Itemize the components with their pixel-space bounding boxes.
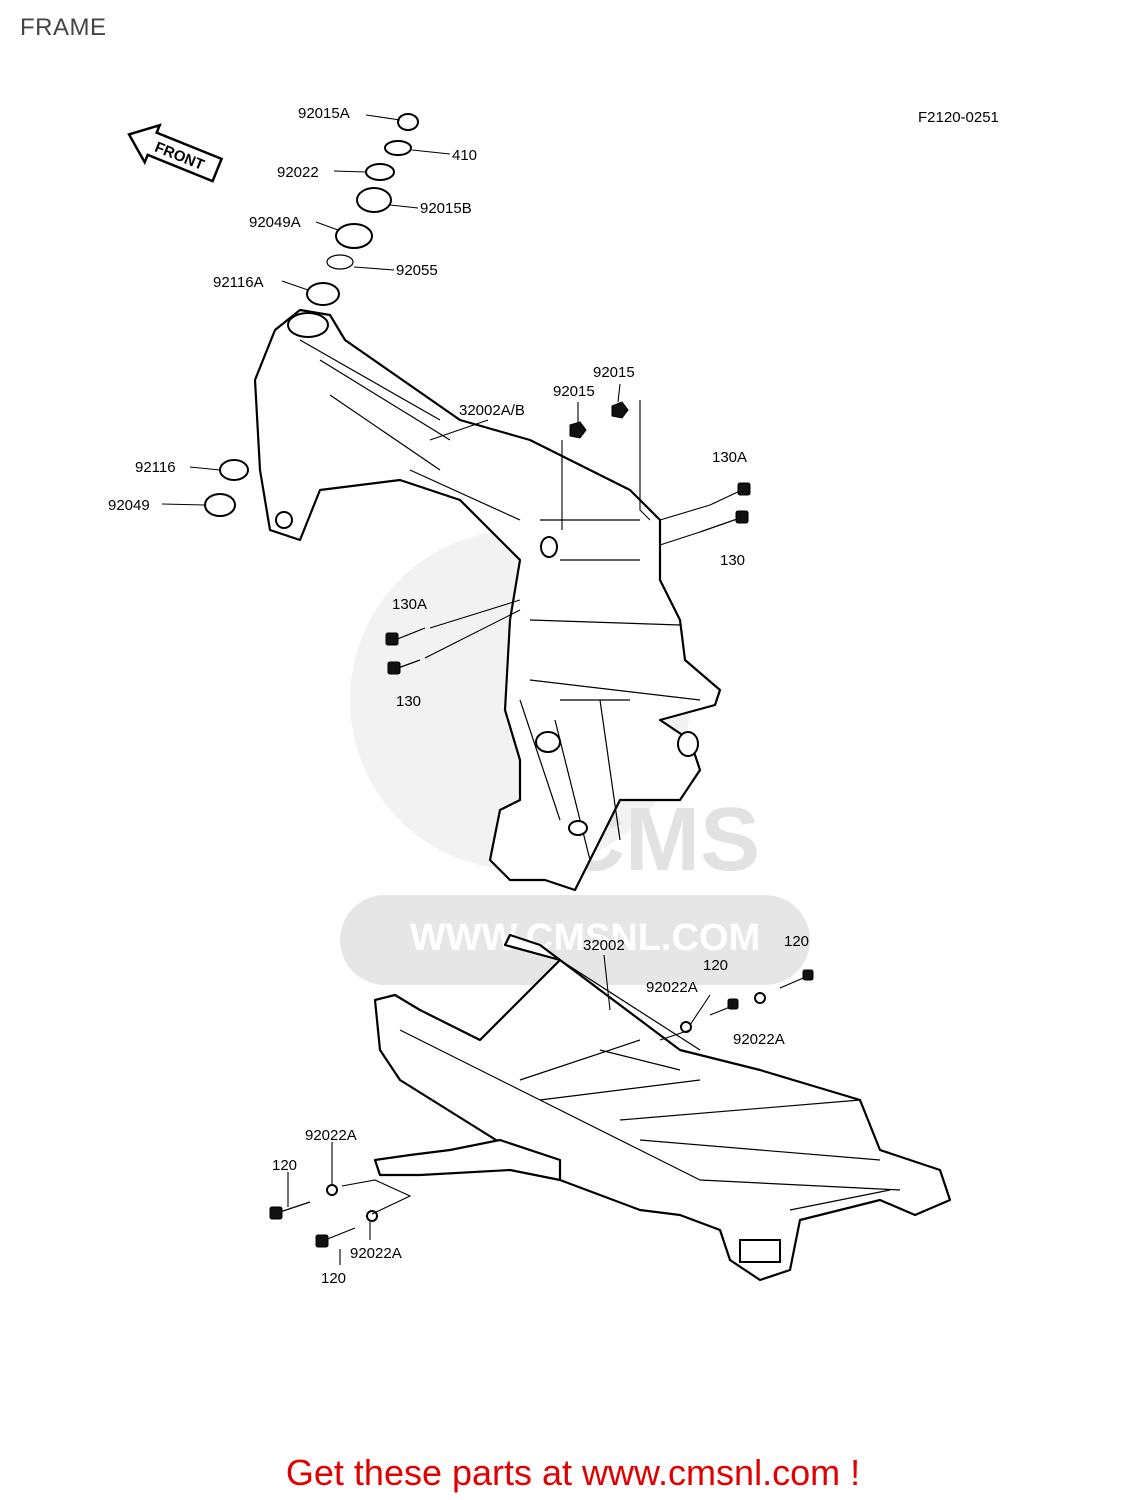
label-120-d: 120 xyxy=(321,1270,346,1287)
label-92022A-d: 92022A xyxy=(350,1245,402,1262)
main-frame-front xyxy=(253,308,722,892)
label-92116: 92116 xyxy=(135,459,176,476)
nut-92015-a xyxy=(569,421,587,439)
page-title: FRAME xyxy=(20,14,107,41)
steering-head-bearing-stack xyxy=(306,113,419,306)
rear-subframe xyxy=(373,933,952,1282)
label-130A-right: 130A xyxy=(712,449,747,466)
bushing-92049 xyxy=(204,493,236,517)
label-92015-lower: 92015 xyxy=(553,383,595,400)
bolts-lower xyxy=(269,969,814,1248)
label-92022A-c: 92022A xyxy=(305,1127,357,1144)
label-32002AB: 32002A/B xyxy=(459,402,525,419)
label-120-b: 120 xyxy=(703,957,728,974)
label-130-right: 130 xyxy=(720,552,745,569)
label-130A-left: 130A xyxy=(392,596,427,613)
leader-lines xyxy=(161,114,711,1265)
front-direction-arrow: FRONT xyxy=(127,123,224,183)
nut-92015-b xyxy=(611,401,629,419)
label-92015A: 92015A xyxy=(298,105,350,122)
diagram-code: F2120-0251 xyxy=(918,109,999,126)
label-92022A-b: 92022A xyxy=(733,1031,785,1048)
watermark-url: WWW.CMSNL.COM xyxy=(410,917,760,959)
label-92022: 92022 xyxy=(277,164,319,181)
label-92022A-a: 92022A xyxy=(646,979,698,996)
label-92049A: 92049A xyxy=(249,214,301,231)
bolts-upper xyxy=(385,482,751,675)
label-92116A: 92116A xyxy=(213,274,264,291)
label-410: 410 xyxy=(452,147,477,164)
bushing-92116 xyxy=(219,459,249,481)
label-32002: 32002 xyxy=(583,937,625,954)
label-120-c: 120 xyxy=(272,1157,297,1174)
cmsnl-footer-link[interactable]: Get these parts at www.cmsnl.com ! xyxy=(285,1452,861,1493)
label-130-left: 130 xyxy=(396,693,421,710)
label-92015-upper: 92015 xyxy=(593,364,635,381)
label-92015B: 92015B xyxy=(420,200,472,217)
label-120-a: 120 xyxy=(784,933,809,950)
label-92049: 92049 xyxy=(108,497,150,514)
frame-exploded-diagram: WWW.CMSNL.COM CMS FRONT F2120-0251 xyxy=(108,105,999,1287)
label-92055: 92055 xyxy=(396,262,438,279)
